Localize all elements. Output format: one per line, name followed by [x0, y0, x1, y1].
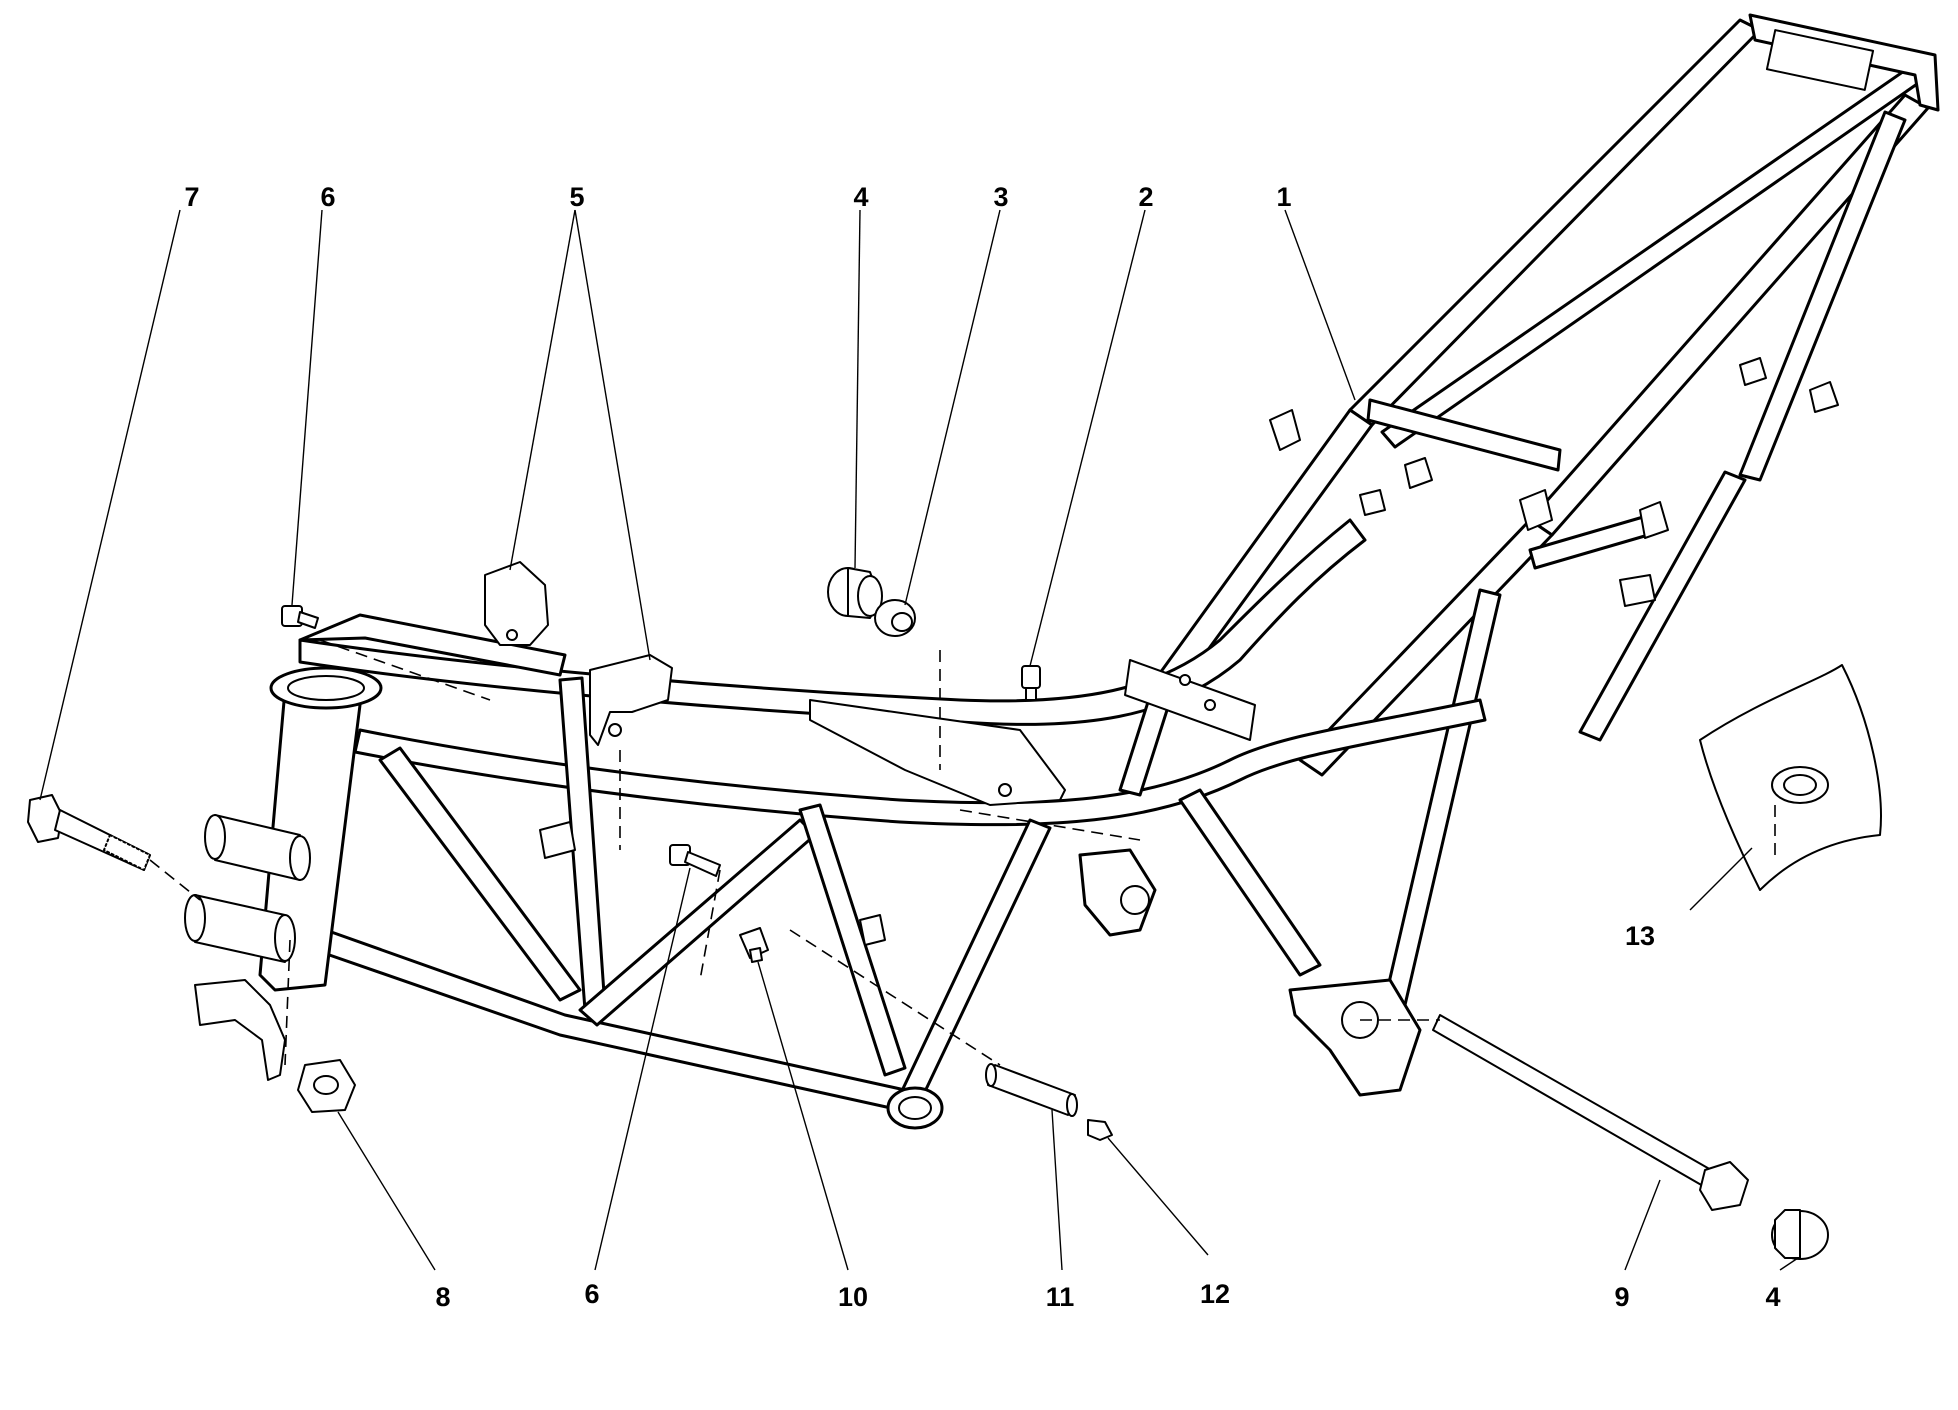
callout-4-top: 4	[853, 182, 868, 212]
screw-6-lower	[669, 844, 721, 877]
pin-9	[1432, 1014, 1749, 1211]
detail-13-inset	[1699, 664, 1882, 891]
screw-2	[1021, 665, 1041, 701]
leader-5a	[509, 209, 576, 571]
assembly-lines	[149, 639, 1440, 1066]
bolt-7	[27, 794, 151, 871]
leader-lines	[39, 209, 1799, 1271]
main-frame	[194, 13, 1940, 1130]
screw-6-upper	[281, 605, 319, 629]
leader-6b	[594, 867, 691, 1271]
leader-6a	[291, 209, 323, 606]
leader-9	[1624, 1179, 1661, 1271]
callout-13: 13	[1625, 921, 1655, 951]
leader-4a	[854, 209, 861, 569]
clip-10	[739, 927, 769, 963]
callout-8: 8	[435, 1282, 450, 1312]
spacer-upper	[204, 814, 311, 881]
callout-12: 12	[1200, 1279, 1230, 1309]
callout-3: 3	[993, 182, 1008, 212]
leader-4b	[1779, 1257, 1799, 1271]
leader-11	[1051, 1109, 1063, 1271]
callout-6-bottom: 6	[584, 1279, 599, 1309]
leader-3	[904, 209, 1001, 606]
leader-8	[337, 1111, 436, 1271]
cover-5-left	[484, 561, 549, 646]
leader-7	[39, 209, 181, 801]
callout-1: 1	[1276, 182, 1291, 212]
leader-12	[1107, 1137, 1209, 1256]
bush-3	[874, 599, 916, 637]
leader-13	[1689, 847, 1753, 911]
callout-7: 7	[184, 182, 199, 212]
callout-11: 11	[1046, 1282, 1075, 1312]
callout-4-bottom: 4	[1765, 1282, 1780, 1312]
screw-12	[1087, 1119, 1113, 1141]
tube-11	[985, 1063, 1078, 1117]
callout-6-top: 6	[320, 182, 335, 212]
callout-2: 2	[1138, 182, 1153, 212]
cover-5-right	[589, 654, 673, 746]
nut-8	[297, 1059, 356, 1113]
callout-labels: 7 6 5 4 3 2 1 13 8 6 10 11 12 9 4	[184, 182, 1780, 1312]
leader-2	[1029, 209, 1146, 667]
spacer-lower	[184, 894, 296, 963]
plug-4-lower	[1771, 1209, 1829, 1260]
leader-5b	[574, 209, 651, 661]
grommet-4-upper	[827, 567, 883, 619]
callout-10: 10	[838, 1282, 868, 1312]
callout-9: 9	[1614, 1282, 1629, 1312]
leader-1	[1284, 209, 1356, 401]
leader-10	[757, 961, 849, 1271]
callout-5: 5	[569, 182, 584, 212]
